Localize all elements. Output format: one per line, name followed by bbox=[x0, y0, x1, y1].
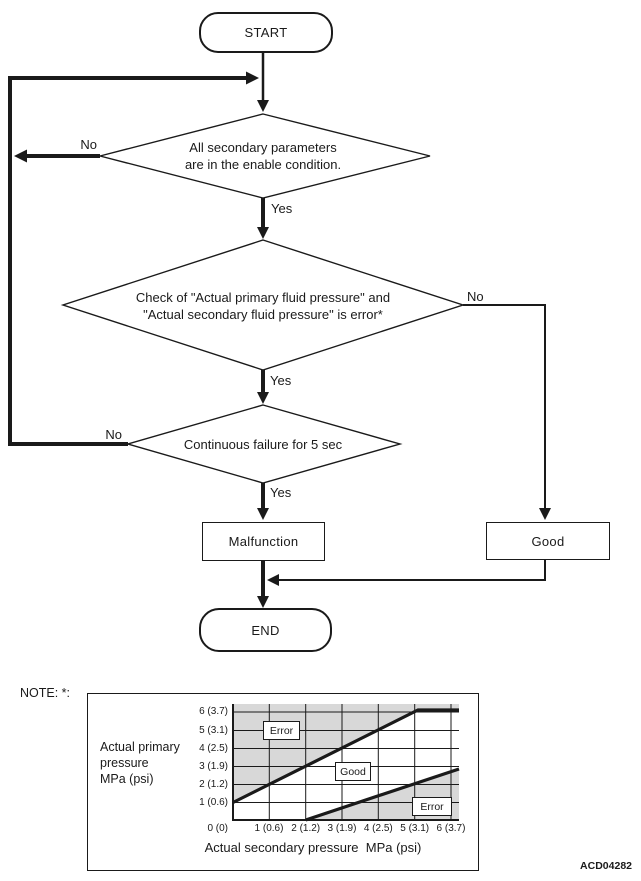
y-tick-6: 6 (3.7) bbox=[199, 706, 228, 717]
x-tick-3: 3 (1.9) bbox=[327, 823, 357, 834]
y-tick-2: 2 (1.2) bbox=[199, 778, 228, 790]
decision1-yes-label: Yes bbox=[271, 201, 293, 216]
upper-error-boundary-line bbox=[232, 708, 459, 804]
y-tick-4: 4 (2.5) bbox=[199, 742, 228, 754]
error-label-upper: Error bbox=[263, 721, 300, 740]
arrowhead-into-end bbox=[257, 596, 269, 608]
decision1-line2: are in the enable condition. bbox=[184, 157, 342, 172]
good-label: Good bbox=[531, 533, 565, 549]
decision3-text: Continuous failure for 5 sec bbox=[183, 437, 343, 452]
x-tick-2: 2 (1.2) bbox=[291, 823, 321, 834]
decision3-no-label: No bbox=[105, 427, 122, 442]
y-tick-3: 3 (1.9) bbox=[199, 760, 228, 772]
decision1-line1: All secondary parameters bbox=[189, 140, 337, 155]
x-tick-4: 4 (2.5) bbox=[363, 823, 393, 834]
arrowhead-into-good bbox=[539, 508, 551, 520]
decision3-yes-label: Yes bbox=[270, 485, 292, 500]
x-tick-0: 0 (0) bbox=[207, 823, 228, 834]
y-tick-1: 1 (0.6) bbox=[199, 796, 228, 808]
x-tick-5: 5 (3.1) bbox=[400, 823, 430, 834]
malfunction-node: Malfunction bbox=[202, 522, 325, 561]
arrowhead-loop-into-main bbox=[246, 71, 259, 85]
y-axis-title-line2: pressure bbox=[100, 756, 149, 770]
no-loop-line bbox=[8, 76, 246, 446]
error-label-lower: Error bbox=[412, 797, 452, 816]
lower-error-boundary-line bbox=[305, 767, 460, 822]
decision2-yes-label: Yes bbox=[270, 373, 292, 388]
decision1-no-label: No bbox=[80, 137, 97, 152]
note-label: NOTE: *: bbox=[20, 686, 71, 700]
decision2-no-line bbox=[463, 304, 546, 509]
malfunction-label: Malfunction bbox=[228, 534, 299, 549]
x-tick-6: 6 (3.7) bbox=[436, 823, 466, 834]
start-label: START bbox=[244, 25, 288, 40]
arrowhead-into-decision1 bbox=[257, 100, 269, 112]
arrowhead-decision1-no bbox=[14, 149, 27, 163]
figure-code: ACD04282 bbox=[580, 860, 632, 872]
decision2-no-label: No bbox=[467, 289, 484, 304]
arrowhead-good-into-main bbox=[267, 574, 279, 586]
good-to-main-line bbox=[279, 558, 546, 581]
decision2-line2: "Actual secondary fluid pressure" is err… bbox=[143, 307, 383, 322]
end-node: END bbox=[199, 608, 332, 652]
good-node: Good bbox=[486, 522, 610, 560]
x-tick-1: 1 (0.6) bbox=[254, 823, 284, 834]
decision2-text: Check of "Actual primary fluid pressure"… bbox=[78, 289, 448, 323]
start-node: START bbox=[199, 12, 333, 53]
y-axis-title-line1: Actual primary bbox=[100, 740, 180, 754]
end-label: END bbox=[251, 622, 280, 638]
flowchart-canvas bbox=[8, 49, 551, 608]
good-label: Good bbox=[335, 762, 371, 781]
y-tick-5: 5 (3.1) bbox=[199, 724, 228, 736]
note-chart-box: Error Good Error 6 (3.7) 5 (3.1) 4 (2.5)… bbox=[87, 693, 479, 871]
decision1-text: All secondary parameters are in the enab… bbox=[123, 139, 403, 173]
x-axis-title: Actual secondary pressure MPa (psi) bbox=[204, 840, 422, 855]
arrowhead-into-decision3 bbox=[257, 392, 269, 404]
arrowhead-into-decision2 bbox=[257, 227, 269, 239]
arrowhead-into-malfunction bbox=[257, 508, 269, 520]
y-axis-title-line3: MPa (psi) bbox=[100, 772, 154, 786]
y-axis-title: Actual primary pressure MPa (psi) bbox=[100, 739, 180, 787]
decision2-line1: Check of "Actual primary fluid pressure"… bbox=[135, 290, 391, 305]
